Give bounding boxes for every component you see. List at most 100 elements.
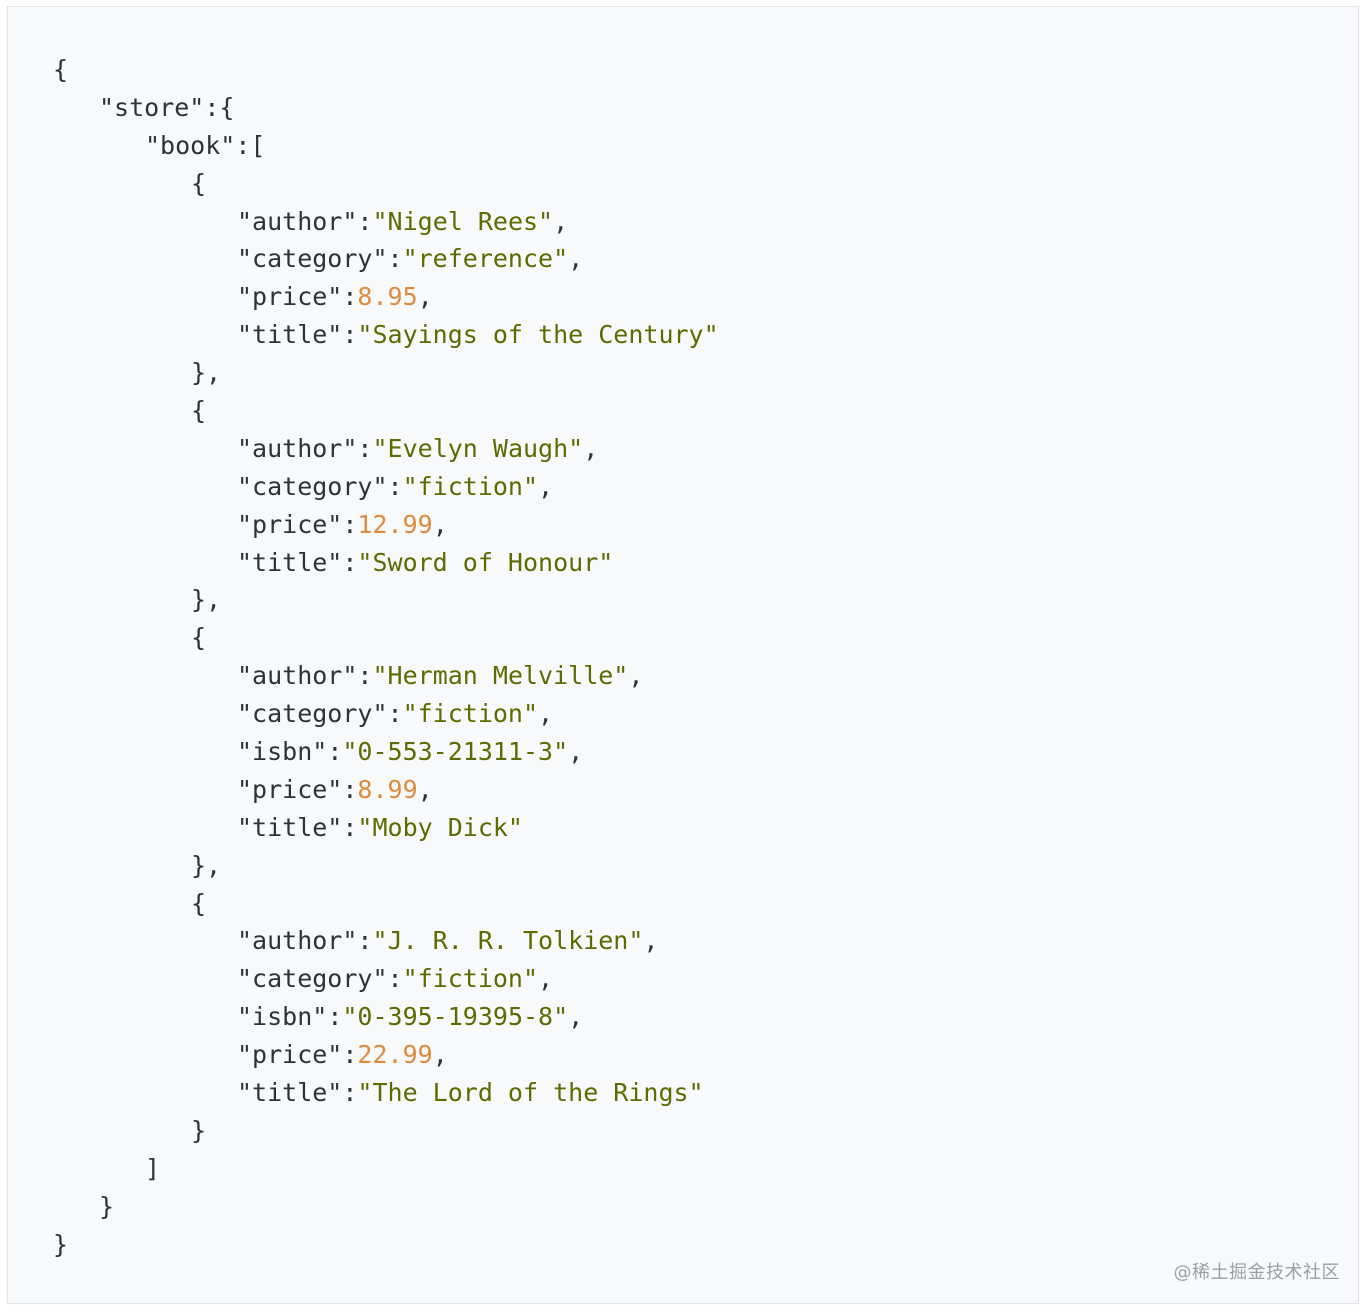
code-line: } bbox=[53, 1112, 719, 1150]
code-line: "author":"J. R. R. Tolkien", bbox=[53, 922, 719, 960]
code-line: "isbn":"0-395-19395-8", bbox=[53, 998, 719, 1036]
json-key: "price" bbox=[237, 774, 343, 804]
json-punctuation: { bbox=[53, 55, 69, 84]
json-punctuation: } bbox=[99, 1191, 115, 1221]
code-panel: {"store":{"book":[{"author":"Nigel Rees"… bbox=[7, 6, 1359, 1304]
json-string-value: "Sayings of the Century" bbox=[357, 320, 719, 350]
code-line: "price":12.99, bbox=[53, 506, 719, 544]
json-punctuation: , bbox=[628, 661, 644, 691]
code-line: }, bbox=[53, 354, 719, 392]
json-key: "category" bbox=[237, 964, 388, 994]
json-punctuation: , bbox=[643, 926, 659, 956]
code-line: "author":"Evelyn Waugh", bbox=[53, 430, 719, 468]
json-string-value: "fiction" bbox=[402, 699, 539, 729]
json-punctuation: , bbox=[417, 282, 433, 312]
json-punctuation: : bbox=[342, 320, 358, 350]
json-punctuation: , bbox=[417, 774, 433, 804]
json-string-value: "Evelyn Waugh" bbox=[372, 433, 584, 463]
json-punctuation: , bbox=[568, 244, 584, 274]
json-punctuation: , bbox=[568, 737, 584, 767]
code-line: }, bbox=[53, 847, 719, 885]
json-punctuation: : bbox=[327, 1002, 343, 1032]
json-punctuation: , bbox=[538, 699, 554, 729]
json-punctuation: : bbox=[357, 661, 373, 691]
watermark-text: @稀土掘金技术社区 bbox=[1173, 1262, 1340, 1283]
json-key: "book" bbox=[145, 130, 236, 160]
json-punctuation: } bbox=[53, 1229, 69, 1259]
json-key: "author" bbox=[237, 206, 358, 236]
json-punctuation: : bbox=[357, 926, 373, 956]
code-line: "price":8.99, bbox=[53, 771, 719, 809]
json-number-value: 8.99 bbox=[357, 774, 418, 804]
json-key: "isbn" bbox=[237, 1002, 328, 1032]
json-string-value: "reference" bbox=[402, 244, 569, 274]
code-line: "author":"Nigel Rees", bbox=[53, 203, 719, 241]
code-line: }, bbox=[53, 581, 719, 619]
code-line: "price":22.99, bbox=[53, 1036, 719, 1074]
json-punctuation: : bbox=[327, 737, 343, 767]
code-line: "price":8.95, bbox=[53, 278, 719, 316]
code-line: "category":"fiction", bbox=[53, 468, 719, 506]
json-punctuation: : bbox=[342, 774, 358, 804]
json-punctuation: :[ bbox=[235, 130, 266, 160]
json-key: "title" bbox=[237, 1078, 343, 1108]
json-punctuation: }, bbox=[191, 585, 222, 615]
json-key: "author" bbox=[237, 433, 358, 463]
json-key: "isbn" bbox=[237, 737, 328, 767]
json-punctuation: : bbox=[387, 699, 403, 729]
json-punctuation: : bbox=[342, 509, 358, 539]
json-string-value: "Sword of Honour" bbox=[357, 547, 614, 577]
json-punctuation: : bbox=[357, 206, 373, 236]
code-line: "category":"reference", bbox=[53, 240, 719, 278]
json-punctuation: : bbox=[387, 244, 403, 274]
code-line: "title":"The Lord of the Rings" bbox=[53, 1074, 719, 1112]
json-punctuation: : bbox=[342, 1040, 358, 1070]
json-number-value: 22.99 bbox=[357, 1040, 433, 1070]
code-line: ] bbox=[53, 1150, 719, 1188]
json-punctuation: :{ bbox=[204, 92, 235, 122]
code-line: { bbox=[53, 165, 719, 203]
json-string-value: "Nigel Rees" bbox=[372, 206, 554, 236]
json-punctuation: ] bbox=[145, 1153, 161, 1183]
code-line: "store":{ bbox=[53, 89, 719, 127]
code-line: { bbox=[53, 392, 719, 430]
code-line: } bbox=[53, 1188, 719, 1226]
json-punctuation: : bbox=[342, 547, 358, 577]
json-string-value: "fiction" bbox=[402, 471, 539, 501]
json-punctuation: , bbox=[568, 1002, 584, 1032]
code-line: { bbox=[53, 885, 719, 923]
json-key: "price" bbox=[237, 509, 343, 539]
json-key: "store" bbox=[99, 92, 205, 122]
json-string-value: "0-553-21311-3" bbox=[342, 737, 569, 767]
json-punctuation: : bbox=[387, 471, 403, 501]
json-key: "category" bbox=[237, 471, 388, 501]
json-punctuation: { bbox=[191, 623, 207, 653]
code-line: "isbn":"0-553-21311-3", bbox=[53, 733, 719, 771]
code-line: "title":"Moby Dick" bbox=[53, 809, 719, 847]
code-line: { bbox=[53, 51, 719, 89]
json-string-value: "fiction" bbox=[402, 964, 539, 994]
code-line: "category":"fiction", bbox=[53, 695, 719, 733]
code-line: "title":"Sayings of the Century" bbox=[53, 316, 719, 354]
json-punctuation: , bbox=[432, 1040, 448, 1070]
json-punctuation: , bbox=[538, 471, 554, 501]
json-punctuation: , bbox=[553, 206, 569, 236]
json-key: "price" bbox=[237, 1040, 343, 1070]
json-key: "author" bbox=[237, 926, 358, 956]
json-punctuation: }, bbox=[191, 850, 222, 880]
json-key: "title" bbox=[237, 320, 343, 350]
json-string-value: "J. R. R. Tolkien" bbox=[372, 926, 644, 956]
json-punctuation: , bbox=[432, 509, 448, 539]
json-punctuation: : bbox=[342, 282, 358, 312]
json-key: "price" bbox=[237, 282, 343, 312]
json-punctuation: , bbox=[583, 433, 599, 463]
json-punctuation: { bbox=[191, 168, 207, 198]
code-line: "author":"Herman Melville", bbox=[53, 657, 719, 695]
json-number-value: 12.99 bbox=[357, 509, 433, 539]
json-punctuation: } bbox=[191, 1115, 207, 1145]
code-line: "category":"fiction", bbox=[53, 960, 719, 998]
json-punctuation: , bbox=[538, 964, 554, 994]
json-punctuation: : bbox=[387, 964, 403, 994]
json-string-value: "Herman Melville" bbox=[372, 661, 629, 691]
json-number-value: 8.95 bbox=[357, 282, 418, 312]
